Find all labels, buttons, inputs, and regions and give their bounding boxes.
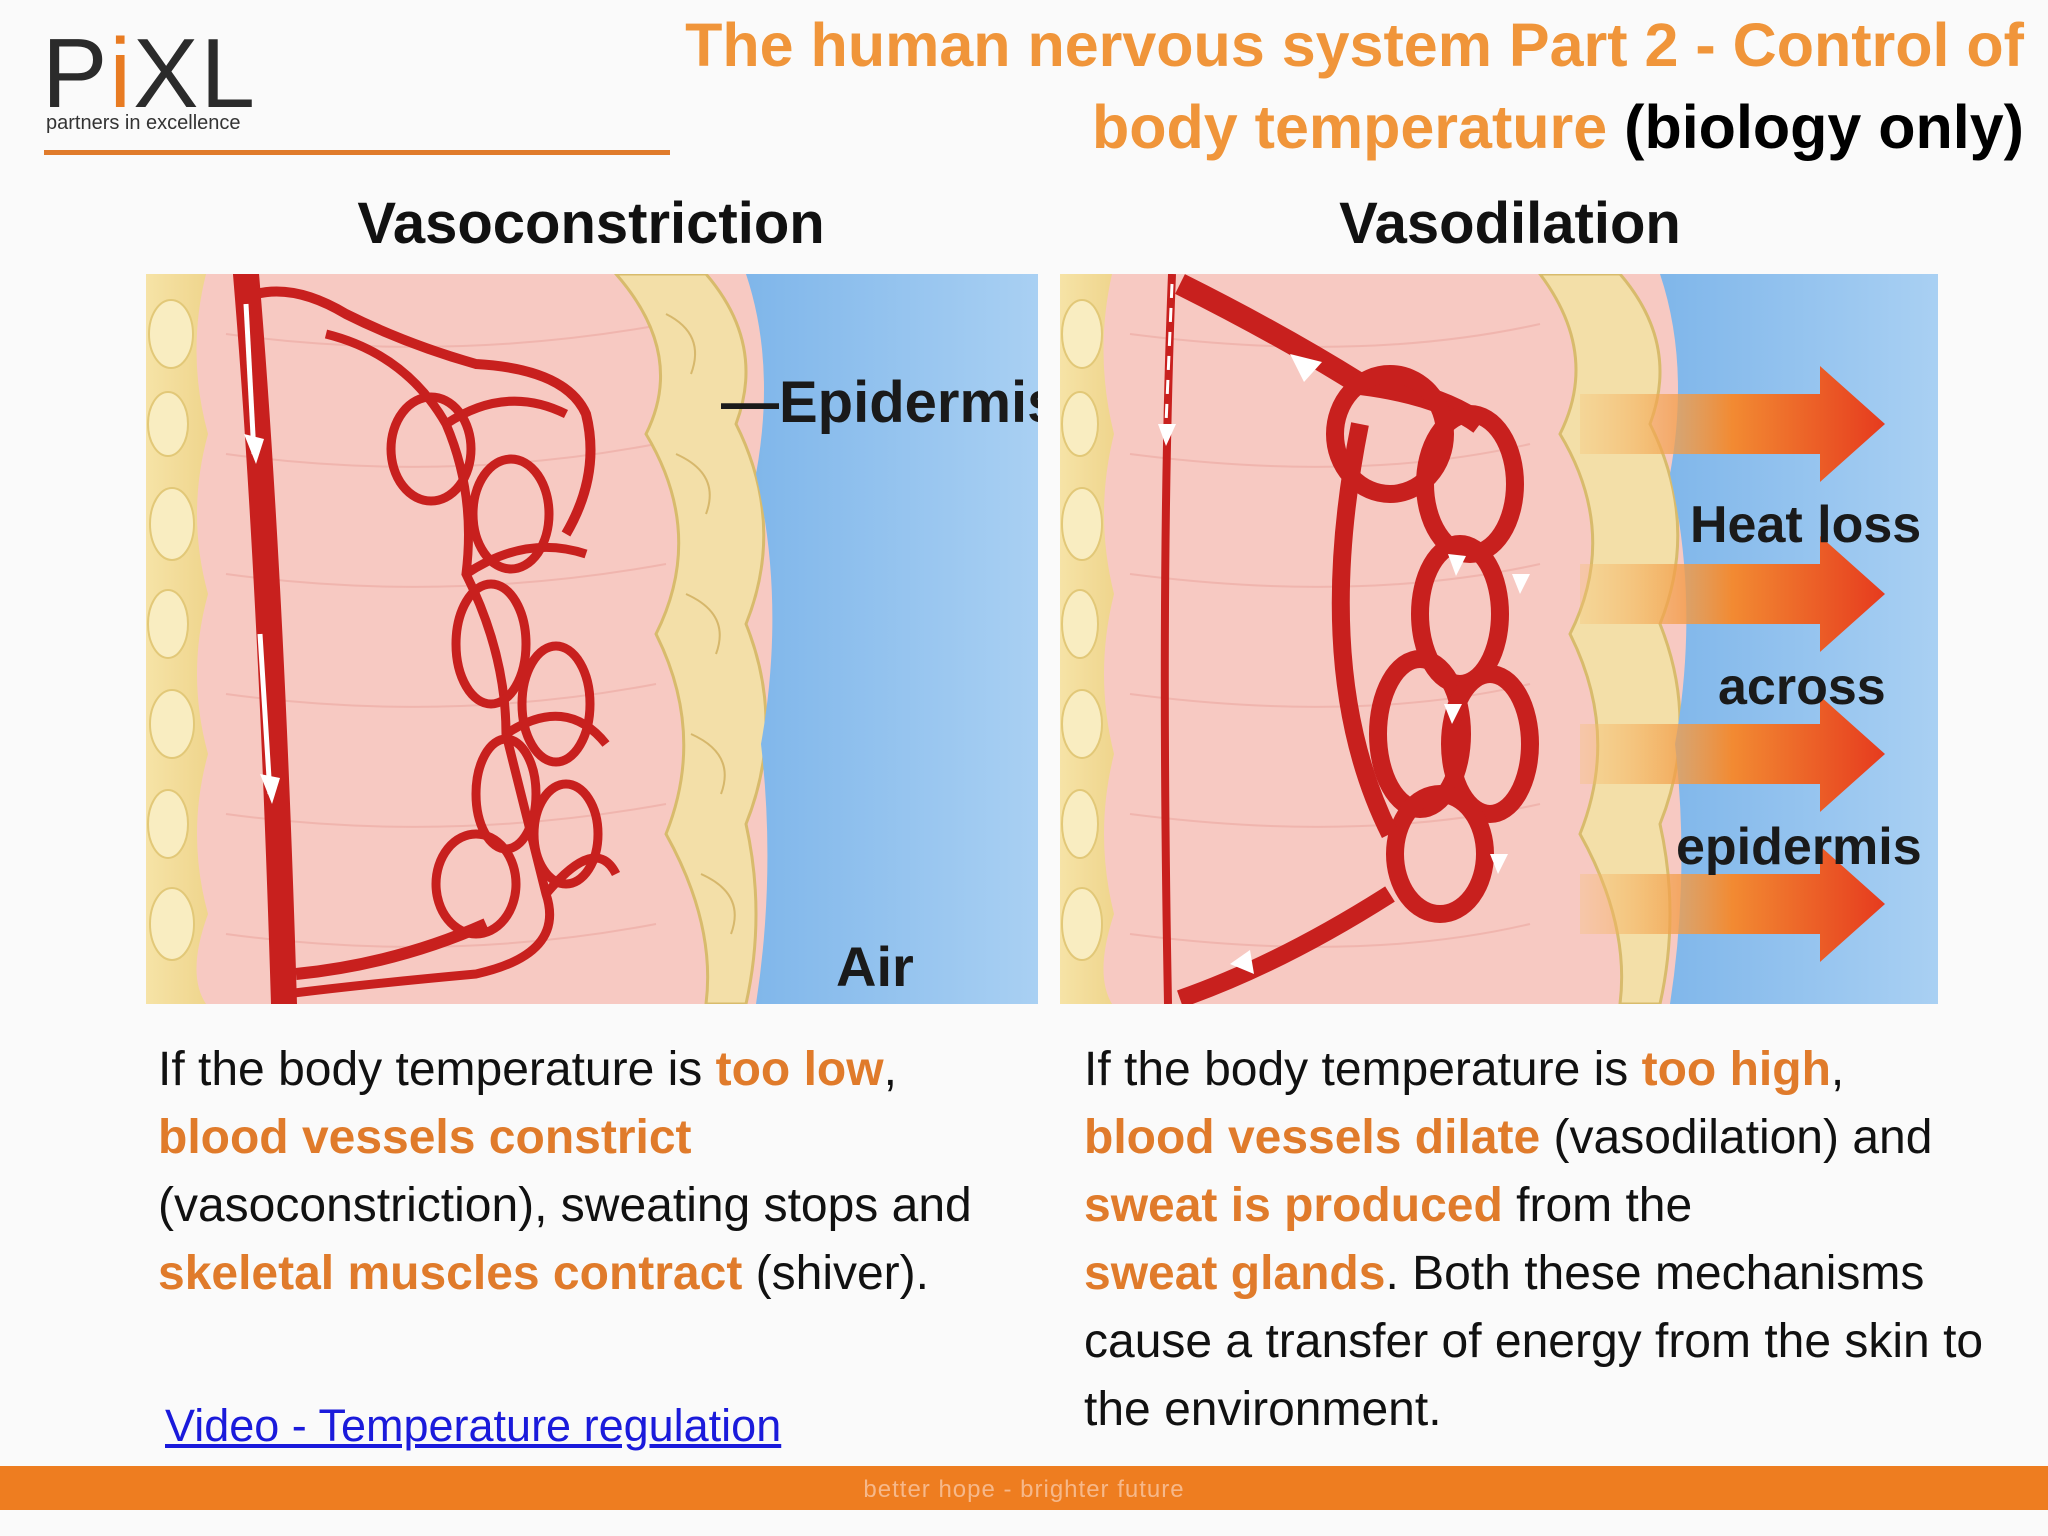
vasodilation-description: If the body temperature is too high,bloo… <box>1084 1043 1984 1436</box>
epidermis-layer <box>1538 274 1682 1004</box>
page-title: The human nervous system Part 2 - Contro… <box>564 4 2024 168</box>
upper-branch <box>254 286 596 537</box>
epidermis-label: —Epidermis <box>721 370 1038 435</box>
capillary-network <box>1177 365 1539 1004</box>
vasoconstriction-illustration: —Epidermis Air <box>146 274 1038 1004</box>
artery <box>233 274 297 1004</box>
air-layer <box>746 274 1038 1004</box>
air-label: Air <box>836 935 914 998</box>
title-main: The human nervous system Part 2 - Contro… <box>685 11 2024 161</box>
vasoconstriction-heading: Vasoconstriction <box>357 191 825 256</box>
vasodilation-illustration: Heat loss across epidermis <box>1060 274 1938 1004</box>
epidermis-label: epidermis <box>1676 818 1922 876</box>
footer-tagline: better hope - brighter future <box>863 1476 1185 1503</box>
title-qualifier: (biology only) <box>1624 93 2024 161</box>
vasoconstriction-diagram: —Epidermis Air <box>146 274 1038 1004</box>
air-layer <box>1660 274 1938 1004</box>
vasoconstriction-description: If the body temperature is too low,blood… <box>158 1043 972 1300</box>
pixl-logo: PiXL partners in excellence <box>42 18 272 134</box>
heat-loss-label: Heat loss <box>1690 496 1921 554</box>
vasodilation-diagram: Heat loss across epidermis <box>1060 274 1938 1004</box>
header-divider <box>44 150 670 155</box>
footer-bar <box>0 1466 2048 1510</box>
heat-loss-arrows <box>1580 366 1885 962</box>
across-label: across <box>1718 658 1886 716</box>
capillary-network <box>285 329 621 999</box>
logo-wordmark: PiXL <box>42 18 258 128</box>
vasodilation-heading: Vasodilation <box>1339 191 1681 256</box>
video-link[interactable]: Video - Temperature regulation <box>165 1400 782 1451</box>
epidermis-layer <box>614 274 768 1004</box>
logo-tagline: partners in excellence <box>46 112 241 134</box>
